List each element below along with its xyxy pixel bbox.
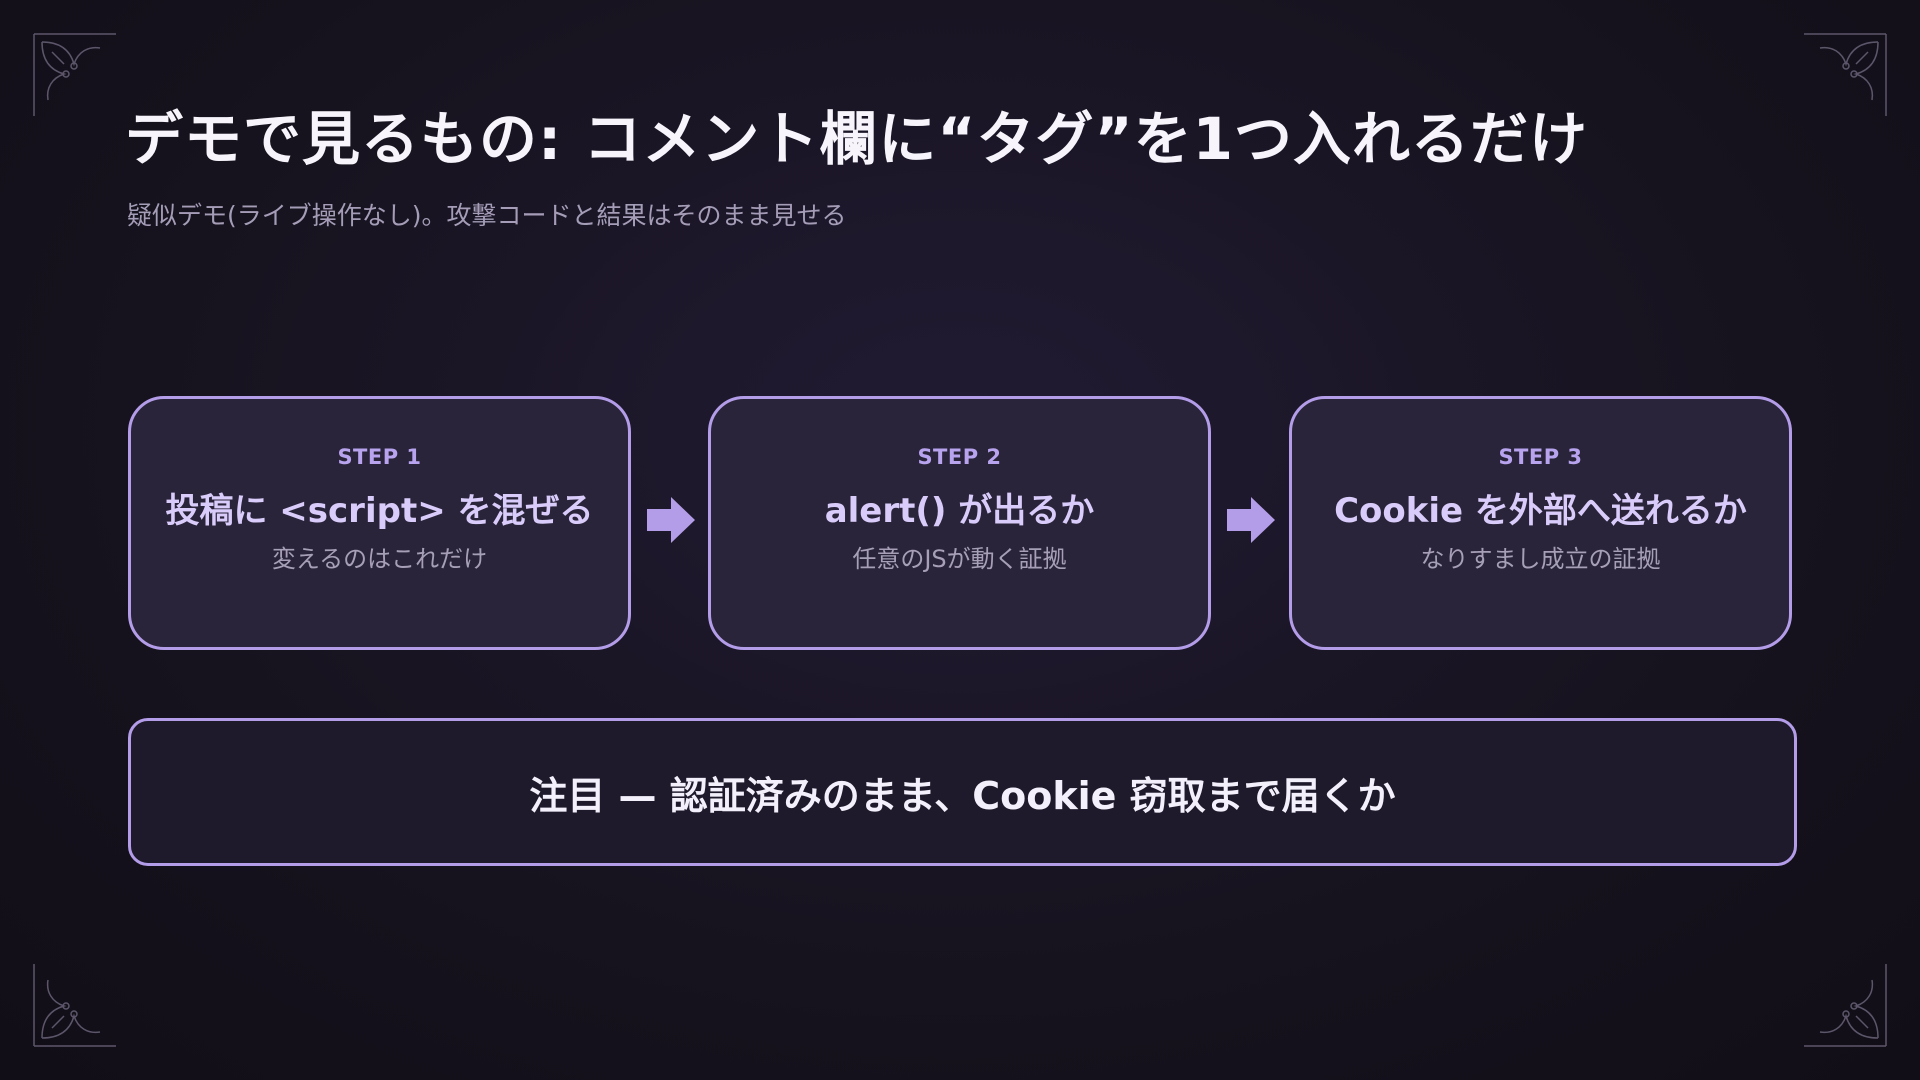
arrow-right-icon bbox=[645, 494, 697, 546]
corner-ornament-icon bbox=[1800, 960, 1890, 1050]
corner-ornament-icon bbox=[30, 960, 120, 1050]
page-title: デモで見るもの: コメント欄に“タグ”を1つ入れるだけ bbox=[125, 105, 1588, 173]
step-label: STEP 2 bbox=[917, 445, 1002, 469]
steps-flow: STEP 1 投稿に <script> を混ぜる 変えるのはこれだけ STEP … bbox=[128, 396, 1795, 650]
step-title: Cookie を外部へ送れるか bbox=[1334, 491, 1747, 531]
corner-ornament-icon bbox=[1800, 30, 1890, 120]
focus-note-box: 注目 — 認証済みのまま、Cookie 窃取まで届くか bbox=[128, 718, 1797, 866]
step-card-1: STEP 1 投稿に <script> を混ぜる 変えるのはこれだけ bbox=[128, 396, 631, 650]
step-card-2: STEP 2 alert() が出るか 任意のJSが動く証拠 bbox=[708, 396, 1211, 650]
page-subtitle: 疑似デモ(ライブ操作なし)。攻撃コードと結果はそのまま見せる bbox=[127, 201, 847, 230]
arrow-right-icon bbox=[1225, 494, 1277, 546]
step-description: なりすまし成立の証拠 bbox=[1420, 545, 1661, 573]
corner-ornament-icon bbox=[30, 30, 120, 120]
step-description: 任意のJSが動く証拠 bbox=[852, 545, 1067, 573]
step-label: STEP 1 bbox=[337, 445, 422, 469]
step-label: STEP 3 bbox=[1498, 445, 1583, 469]
step-title: 投稿に <script> を混ぜる bbox=[165, 491, 594, 531]
step-description: 変えるのはこれだけ bbox=[271, 545, 488, 573]
step-title: alert() が出るか bbox=[824, 491, 1095, 531]
step-card-3: STEP 3 Cookie を外部へ送れるか なりすまし成立の証拠 bbox=[1289, 396, 1792, 650]
focus-note-text: 注目 — 認証済みのまま、Cookie 窃取まで届くか bbox=[529, 773, 1396, 818]
